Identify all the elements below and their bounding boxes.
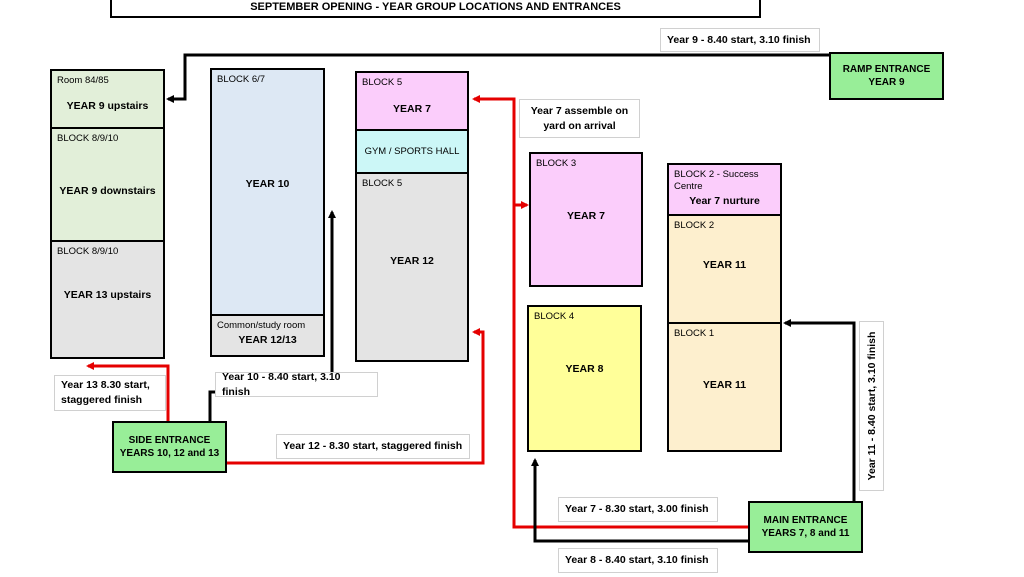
block-label: BLOCK 3 [536,158,577,169]
note-year12-times: Year 12 - 8.30 start, staggered finish [276,434,470,459]
block-label: BLOCK 5 [362,178,403,189]
block-name: YEAR 8 [565,363,604,375]
block-name: YEAR 9 upstairs [66,100,149,112]
route-year8 [531,458,749,543]
block-label: Common/study room [217,320,306,331]
block-name: YEAR 7 [567,210,605,222]
block-name: YEAR 12/13 [238,334,297,346]
entrance-name: RAMP ENTRANCE [842,64,931,75]
main-entrance: MAIN ENTRANCE YEARS 7, 8 and 11 [748,501,863,553]
block-name: YEAR 11 [702,379,747,391]
block-8910-downstairs: BLOCK 8/9/10 YEAR 9 downstairs [50,127,165,242]
block-name: YEAR 12 [390,255,434,267]
block-label: Room 84/85 [57,75,109,86]
entrance-years: YEAR 9 [868,77,905,88]
block-5-top: BLOCK 5 YEAR 7 [355,71,469,131]
block-6-7: BLOCK 6/7 YEAR 10 [210,68,325,316]
route-year9 [166,53,830,103]
entrance-years: YEARS 10, 12 and 13 [119,448,220,459]
block-label: BLOCK 5 [362,77,403,88]
entrance-name: MAIN ENTRANCE [763,515,848,526]
side-entrance: SIDE ENTRANCE YEARS 10, 12 and 13 [112,421,227,473]
block-gym: GYM / SPORTS HALL [355,129,469,174]
note-text: Year 11 - 8.40 start, 3.10 finish [865,331,878,481]
note-year7-assemble: Year 7 assemble on yard on arrival [519,99,640,138]
note-year7-times: Year 7 - 8.30 start, 3.00 finish [558,497,718,522]
route-year12 [226,328,485,465]
block-8910-upstairs: BLOCK 8/9/10 YEAR 13 upstairs [50,240,165,359]
block-name: Year 7 nurture [689,195,760,207]
block-name: YEAR 11 [702,259,747,271]
note-year13-times: Year 13 8.30 start, staggered finish [54,375,166,411]
note-year8-times: Year 8 - 8.40 start, 3.10 finish [558,548,718,573]
block-2: BLOCK 2 YEAR 11 [667,214,782,324]
block-name: YEAR 7 [393,103,431,115]
note-text: Year 10 - 8.40 start, 3.10 finish [222,370,341,398]
block-name: YEAR 10 [245,178,290,190]
block-label: BLOCK 4 [534,311,575,322]
block-1: BLOCK 1 YEAR 11 [667,322,782,452]
block-room-84-85: Room 84/85 YEAR 9 upstairs [50,69,165,129]
block-5-bottom: BLOCK 5 YEAR 12 [355,172,469,362]
block-label: BLOCK 2 [674,220,715,231]
note-text: Year 7 assemble on yard on arrival [530,104,629,132]
block-common-room: Common/study room YEAR 12/13 [210,314,325,357]
ramp-entrance: RAMP ENTRANCE YEAR 9 [829,52,944,100]
block-2-success-centre: BLOCK 2 - Success Centre Year 7 nurture [667,163,782,216]
block-4: BLOCK 4 YEAR 8 [527,305,642,452]
block-label: BLOCK 8/9/10 [57,246,119,257]
note-text: Year 8 - 8.40 start, 3.10 finish [565,554,709,566]
route-year7 [472,95,749,529]
route-year13 [86,362,170,422]
page-title: SEPTEMBER OPENING - YEAR GROUP LOCATIONS… [110,0,761,18]
note-text: Year 9 - 8.40 start, 3.10 finish [667,33,811,46]
note-year9-times: Year 9 - 8.40 start, 3.10 finish [660,28,820,52]
block-label: BLOCK 8/9/10 [57,133,119,144]
block-label: BLOCK 1 [674,328,715,339]
route-year11 [783,319,856,502]
block-name: YEAR 13 upstairs [63,289,152,301]
note-text: Year 12 - 8.30 start, staggered finish [283,440,463,452]
note-year11-times: Year 11 - 8.40 start, 3.10 finish [859,321,884,491]
note-text: Year 7 - 8.30 start, 3.00 finish [565,503,709,515]
block-name: GYM / SPORTS HALL [364,146,460,157]
entrance-name: SIDE ENTRANCE [128,435,211,446]
block-label: BLOCK 2 - Success Centre [674,169,759,192]
entrance-years: YEARS 7, 8 and 11 [761,528,850,539]
block-3: BLOCK 3 YEAR 7 [529,152,643,287]
block-name: YEAR 9 downstairs [59,185,156,197]
note-year10-times: Year 10 - 8.40 start, 3.10 finish [215,370,378,398]
note-text: Year 13 8.30 start, staggered finish [61,379,150,406]
block-label: BLOCK 6/7 [217,74,266,85]
